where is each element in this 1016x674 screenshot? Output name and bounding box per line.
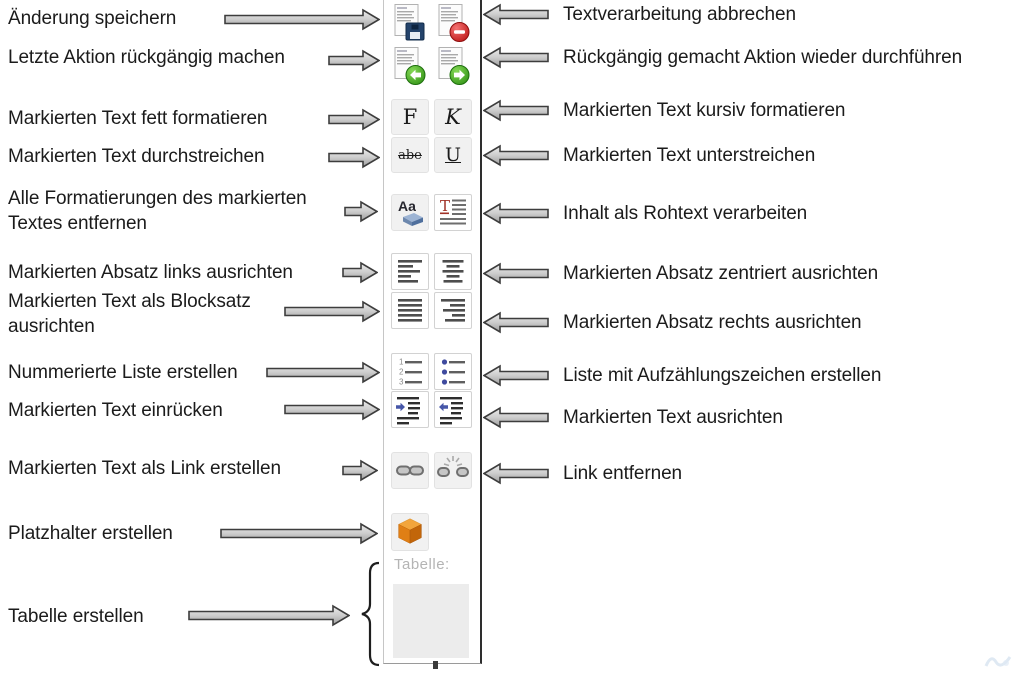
align-center-button[interactable] — [434, 253, 472, 290]
arrow-left-connector — [483, 364, 549, 387]
label-clear-formatting: Alle Formatierungen des markierten Texte… — [8, 188, 307, 234]
label-align-left: Markierten Absatz links ausrichten — [8, 262, 293, 283]
curly-brace — [352, 560, 382, 670]
arrow-left-connector — [483, 406, 549, 429]
undo-arrow-icon — [394, 47, 426, 85]
arrow-right-connector — [284, 398, 380, 421]
label-indent: Markierten Text einrücken — [8, 400, 223, 421]
arrow-right-connector — [224, 8, 380, 31]
label-undo-last-action: Letzte Aktion rückgängig machen — [8, 47, 285, 68]
arrow-left-connector — [483, 202, 549, 225]
label-bold: Markierten Text fett formatieren — [8, 108, 268, 129]
indent-blue-arrow-icon — [396, 397, 420, 425]
watermark — [982, 646, 1014, 672]
svg-text:Aa: Aa — [398, 198, 416, 214]
arrow-right-connector — [342, 261, 378, 284]
redo-arrow-icon — [438, 47, 470, 85]
arrow-left-connector — [483, 311, 549, 334]
label-raw-text: Inhalt als Rohtext verarbeiten — [563, 203, 808, 224]
align-right-icon — [441, 299, 465, 322]
resize-handle-tick — [433, 661, 438, 669]
label-strikethrough: Markierten Text durchstreichen — [8, 146, 265, 167]
eraser-icon: Aa — [398, 198, 423, 226]
justify-icon — [398, 299, 422, 322]
outdent-blue-arrow-icon — [439, 397, 463, 425]
arrow-right-connector — [284, 300, 380, 323]
label-justify: Markierten Text als Blocksatz ausrichten — [8, 291, 251, 337]
numbered-list-button[interactable]: 1 2 3 — [391, 353, 429, 390]
cancel-minus-icon — [438, 4, 470, 42]
arrow-right-connector — [220, 522, 378, 545]
bullet-list-icon — [441, 359, 465, 385]
table-picker-area[interactable] — [393, 584, 469, 658]
arrow-left-connector — [483, 3, 549, 26]
label-align-right: Markierten Absatz rechts ausrichten — [563, 312, 862, 333]
label-outdent: Markierten Text ausrichten — [563, 407, 783, 428]
arrow-right-connector — [328, 49, 380, 72]
arrow-right-connector — [188, 604, 350, 627]
label-create-link: Markierten Text als Link erstellen — [8, 458, 281, 479]
label-numbered-list: Nummerierte Liste erstellen — [8, 362, 238, 383]
arrow-right-connector — [328, 108, 380, 131]
label-italic: Markierten Text kursiv formatieren — [563, 100, 846, 121]
bold-button[interactable]: F — [391, 99, 429, 135]
undo-button[interactable] — [390, 46, 428, 88]
arrow-left-connector — [483, 46, 549, 69]
placeholder-button[interactable] — [391, 513, 429, 551]
numbered-list-icon: 1 2 3 — [399, 358, 422, 387]
svg-text:T: T — [440, 197, 450, 215]
editor-toolbar: F K abe U Aa T — [383, 0, 482, 664]
italic-button[interactable]: K — [434, 99, 472, 135]
align-center-icon — [442, 260, 464, 283]
raw-text-icon: T — [440, 197, 466, 225]
label-redo-action: Rückgängig gemacht Aktion wieder durchfü… — [563, 47, 963, 68]
align-right-button[interactable] — [434, 292, 472, 329]
strikethrough-button[interactable]: abe — [391, 137, 429, 173]
align-left-icon — [398, 260, 422, 283]
label-underline: Markierten Text unterstreichen — [563, 145, 816, 166]
arrow-left-connector — [483, 144, 549, 167]
outdent-button[interactable] — [434, 391, 472, 428]
save-button[interactable] — [390, 3, 428, 45]
label-bullet-list: Liste mit Aufzählungszeichen erstellen — [563, 365, 882, 386]
table-picker-label: Tabelle: — [394, 556, 450, 573]
arrow-right-connector — [266, 361, 380, 384]
label-placeholder: Platzhalter erstellen — [8, 523, 173, 544]
svg-text:3: 3 — [399, 378, 404, 387]
arrow-right-connector — [342, 459, 378, 482]
unlink-button[interactable] — [434, 452, 472, 489]
svg-text:2: 2 — [399, 368, 404, 377]
bullet-list-button[interactable] — [434, 353, 472, 390]
align-left-button[interactable] — [391, 253, 429, 290]
chain-link-icon — [396, 465, 424, 476]
arrow-right-connector — [328, 146, 380, 169]
broken-chain-star-icon — [437, 456, 469, 477]
label-save-change: Änderung speichern — [8, 8, 177, 29]
label-align-center: Markierten Absatz zentriert ausrichten — [563, 263, 879, 284]
svg-text:1: 1 — [399, 358, 404, 367]
indent-button[interactable] — [391, 391, 429, 428]
orange-cube-icon — [398, 518, 422, 544]
raw-text-button[interactable]: T — [434, 194, 472, 231]
label-cancel-processing: Textverarbeitung abbrechen — [563, 4, 796, 25]
cancel-button[interactable] — [434, 3, 472, 45]
arrow-left-connector — [483, 262, 549, 285]
link-button[interactable] — [391, 452, 429, 489]
arrow-left-connector — [483, 99, 549, 122]
underline-button[interactable]: U — [434, 137, 472, 173]
clear-formatting-button[interactable]: Aa — [391, 194, 429, 231]
justify-button[interactable] — [391, 292, 429, 329]
redo-button[interactable] — [434, 46, 472, 88]
arrow-left-connector — [483, 462, 549, 485]
arrow-right-connector — [344, 200, 378, 223]
label-remove-link: Link entfernen — [563, 463, 683, 484]
label-create-table: Tabelle erstellen — [8, 606, 144, 627]
save-floppy-icon — [394, 4, 425, 41]
